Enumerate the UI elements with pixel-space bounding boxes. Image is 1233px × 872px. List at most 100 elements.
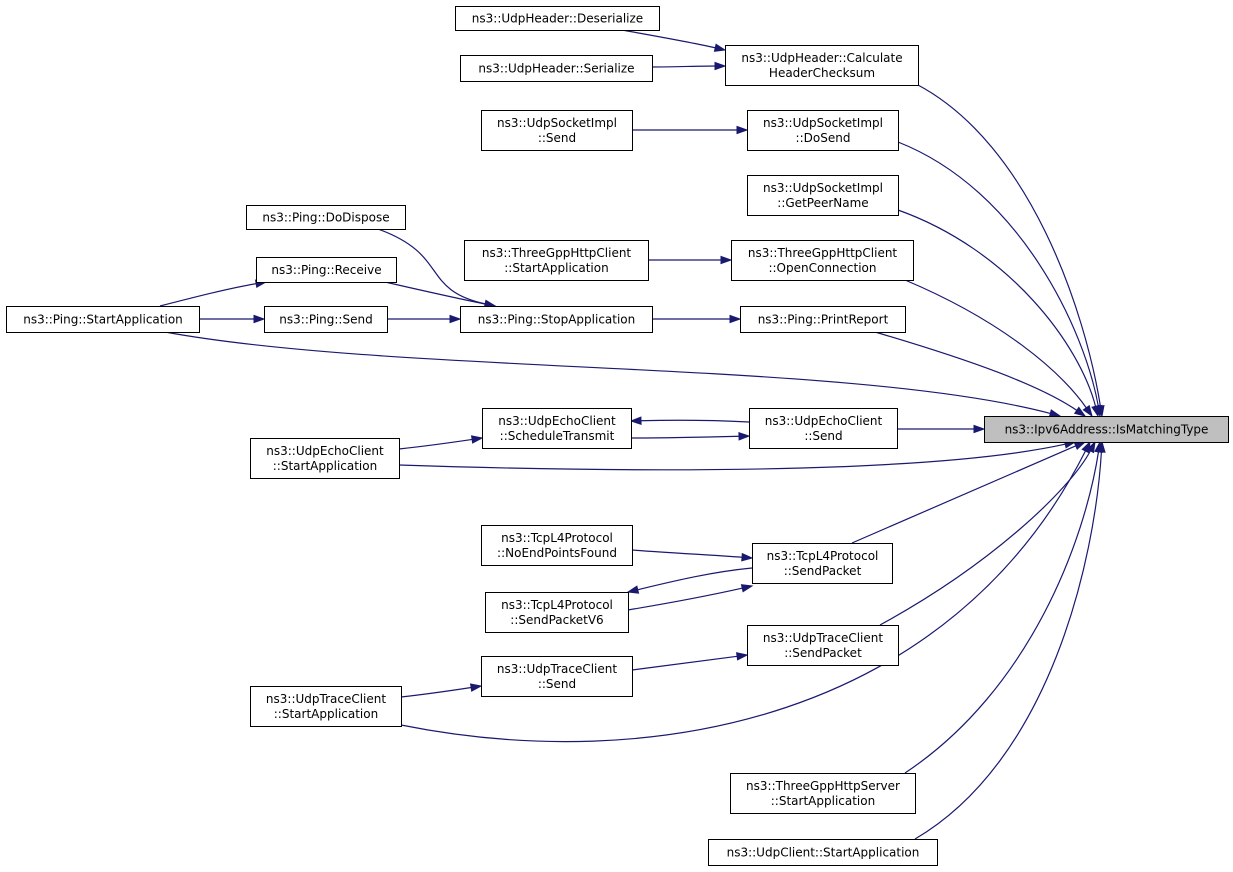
edge-ping-startapp-to-ping-receive (159, 282, 258, 307)
edge-udpecho-schedule-to-udpecho-send (630, 435, 741, 439)
edge-tcp-sendpacketv6-to-tcp-sendpacket (627, 587, 744, 611)
edge-udpecho-startapp-to-target (398, 443, 1067, 471)
node-tcp-noendpoints[interactable]: ns3::TcpL4Protocol::NoEndPointsFound (481, 525, 633, 566)
arrowhead-icon (1081, 440, 1091, 454)
node-box (752, 543, 893, 584)
node-udpsocketimpl-send[interactable]: ns3::UdpSocketImpl::Send (481, 110, 633, 151)
node-box (984, 416, 1229, 443)
node-label: ns3::UdpSocketImpl (763, 116, 883, 130)
node-box (481, 525, 633, 566)
node-box (464, 240, 649, 281)
arrowhead-icon (736, 652, 749, 661)
node-label: ns3::Ping::StartApplication (23, 313, 183, 327)
edge-ping-printreport-to-target (874, 331, 1078, 412)
node-label: ns3::Ping::StopApplication (478, 313, 636, 327)
node-udptrace-sendpacket[interactable]: ns3::UdpTraceClient::SendPacket (747, 625, 899, 666)
node-box (481, 110, 633, 151)
edge-ping-dodispose-to-ping-stopapp (377, 228, 487, 305)
edge-udpheader-serialize-to-udpheader-calc (651, 65, 717, 68)
node-label: ::SendPacketV6 (510, 613, 603, 627)
node-ping-printreport[interactable]: ns3::Ping::PrintReport (740, 306, 906, 333)
edge-udptrace-sendpacket-to-target (879, 449, 1092, 626)
edge-udpclient-startapp-to-target (914, 450, 1103, 840)
node-ping-startapp[interactable]: ns3::Ping::StartApplication (6, 306, 200, 333)
arrowhead-icon (736, 125, 749, 135)
node-label: ::Send (804, 429, 842, 443)
node-label: ns3::Ping::PrintReport (758, 313, 889, 327)
arrowhead-icon (713, 43, 727, 52)
node-box (455, 6, 660, 31)
node-udpecho-startapp[interactable]: ns3::UdpEchoClient::StartApplication (250, 438, 400, 479)
node-box (250, 438, 400, 479)
node-threegpp-client-openconn[interactable]: ns3::ThreeGppHttpClient::OpenConnection (731, 240, 914, 281)
node-udptrace-startapp[interactable]: ns3::UdpTraceClient::StartApplication (250, 686, 402, 727)
node-target[interactable]: ns3::Ipv6Address::IsMatchingType (984, 416, 1229, 443)
edge-udptrace-send-to-udptrace-sendpacket (631, 655, 739, 671)
node-box (460, 55, 653, 82)
node-udpheader-deserialize[interactable]: ns3::UdpHeader::Deserialize (455, 6, 660, 31)
arrowhead-icon (720, 255, 733, 265)
node-tcp-sendpacket[interactable]: ns3::TcpL4Protocol::SendPacket (752, 543, 893, 584)
node-label: ns3::UdpTraceClient (266, 692, 386, 706)
node-udpecho-send[interactable]: ns3::UdpEchoClient::Send (749, 408, 898, 449)
edge-udpheader-calc-to-target (917, 84, 1102, 408)
node-ping-send[interactable]: ns3::Ping::Send (264, 306, 388, 333)
node-ping-dodispose[interactable]: ns3::Ping::DoDispose (246, 205, 406, 230)
edge-tcp-sendpacket-to-tcp-sendpacketv6 (636, 567, 753, 591)
node-label: ::DoSend (796, 131, 851, 145)
node-label: ns3::TcpL4Protocol (767, 549, 879, 563)
edge-tcp-noendpoints-to-tcp-sendpacket (631, 549, 744, 558)
node-box (482, 408, 632, 449)
node-label: ::StartApplication (274, 707, 378, 721)
node-label: ns3::UdpHeader::Serialize (478, 62, 634, 76)
edge-threegpp-server-startapp-to-target (904, 450, 1100, 774)
node-box (264, 306, 388, 333)
node-threegpp-server-startapp[interactable]: ns3::ThreeGppHttpServer::StartApplicatio… (730, 773, 916, 814)
node-label: ::GetPeerName (777, 196, 868, 210)
edge-udptrace-startapp-to-udptrace-send (400, 686, 473, 698)
arrowhead-icon (449, 314, 462, 324)
node-box (481, 656, 633, 697)
arrowhead-icon (714, 61, 727, 71)
node-box (256, 257, 397, 283)
edge-tcp-sendpacket-to-target (851, 444, 1077, 544)
nodes-layer: ns3::Ipv6Address::IsMatchingTypens3::Udp… (6, 6, 1229, 866)
node-tcp-sendpacketv6[interactable]: ns3::TcpL4Protocol::SendPacketV6 (485, 592, 629, 633)
edge-udpecho-startapp-to-udpecho-schedule (398, 438, 474, 450)
edge-udpsocketimpl-getpeername-to-target (897, 209, 1097, 408)
edge-ping-startapp-to-target (164, 331, 1052, 415)
node-udpheader-serialize[interactable]: ns3::UdpHeader::Serialize (460, 55, 653, 82)
arrowhead-icon (740, 584, 754, 593)
edge-ping-receive-to-ping-stopapp (384, 281, 487, 305)
node-label: ns3::UdpEchoClient (765, 414, 883, 428)
arrowhead-icon (629, 416, 642, 426)
edge-udptrace-startapp-to-target (400, 449, 1087, 743)
node-ping-stopapp[interactable]: ns3::Ping::StopApplication (460, 306, 653, 333)
edge-udpecho-send-to-udpecho-schedule (639, 419, 750, 423)
node-udpsocketimpl-dosend[interactable]: ns3::UdpSocketImpl::DoSend (747, 110, 899, 151)
node-threegpp-client-startapp[interactable]: ns3::ThreeGppHttpClient::StartApplicatio… (464, 240, 649, 281)
node-label: ::StartApplication (273, 459, 377, 473)
arrowhead-icon (1073, 406, 1087, 417)
node-label: ::Send (538, 131, 576, 145)
node-udpecho-schedule[interactable]: ns3::UdpEchoClient::ScheduleTransmit (482, 408, 632, 449)
node-udpsocketimpl-getpeername[interactable]: ns3::UdpSocketImpl::GetPeerName (747, 175, 899, 216)
node-label: ns3::UdpClient::StartApplication (727, 846, 920, 860)
node-label: ns3::Ping::Send (279, 313, 372, 327)
node-box (747, 625, 899, 666)
arrowhead-icon (741, 552, 754, 562)
node-udpclient-startapp[interactable]: ns3::UdpClient::StartApplication (708, 839, 938, 866)
node-label: ns3::UdpHeader::Calculate (741, 51, 902, 65)
arrowhead-icon (1082, 404, 1093, 418)
node-udptrace-send[interactable]: ns3::UdpTraceClient::Send (481, 656, 633, 697)
node-label: ns3::ThreeGppHttpClient (748, 246, 898, 260)
node-label: ::SendPacket (784, 564, 862, 578)
node-label: ns3::Ping::Receive (271, 263, 381, 277)
arrowhead-icon (469, 683, 483, 692)
node-box (730, 773, 916, 814)
node-ping-receive[interactable]: ns3::Ping::Receive (256, 257, 397, 283)
node-label: ns3::UdpEchoClient (266, 444, 384, 458)
arrowhead-icon (1091, 404, 1100, 418)
